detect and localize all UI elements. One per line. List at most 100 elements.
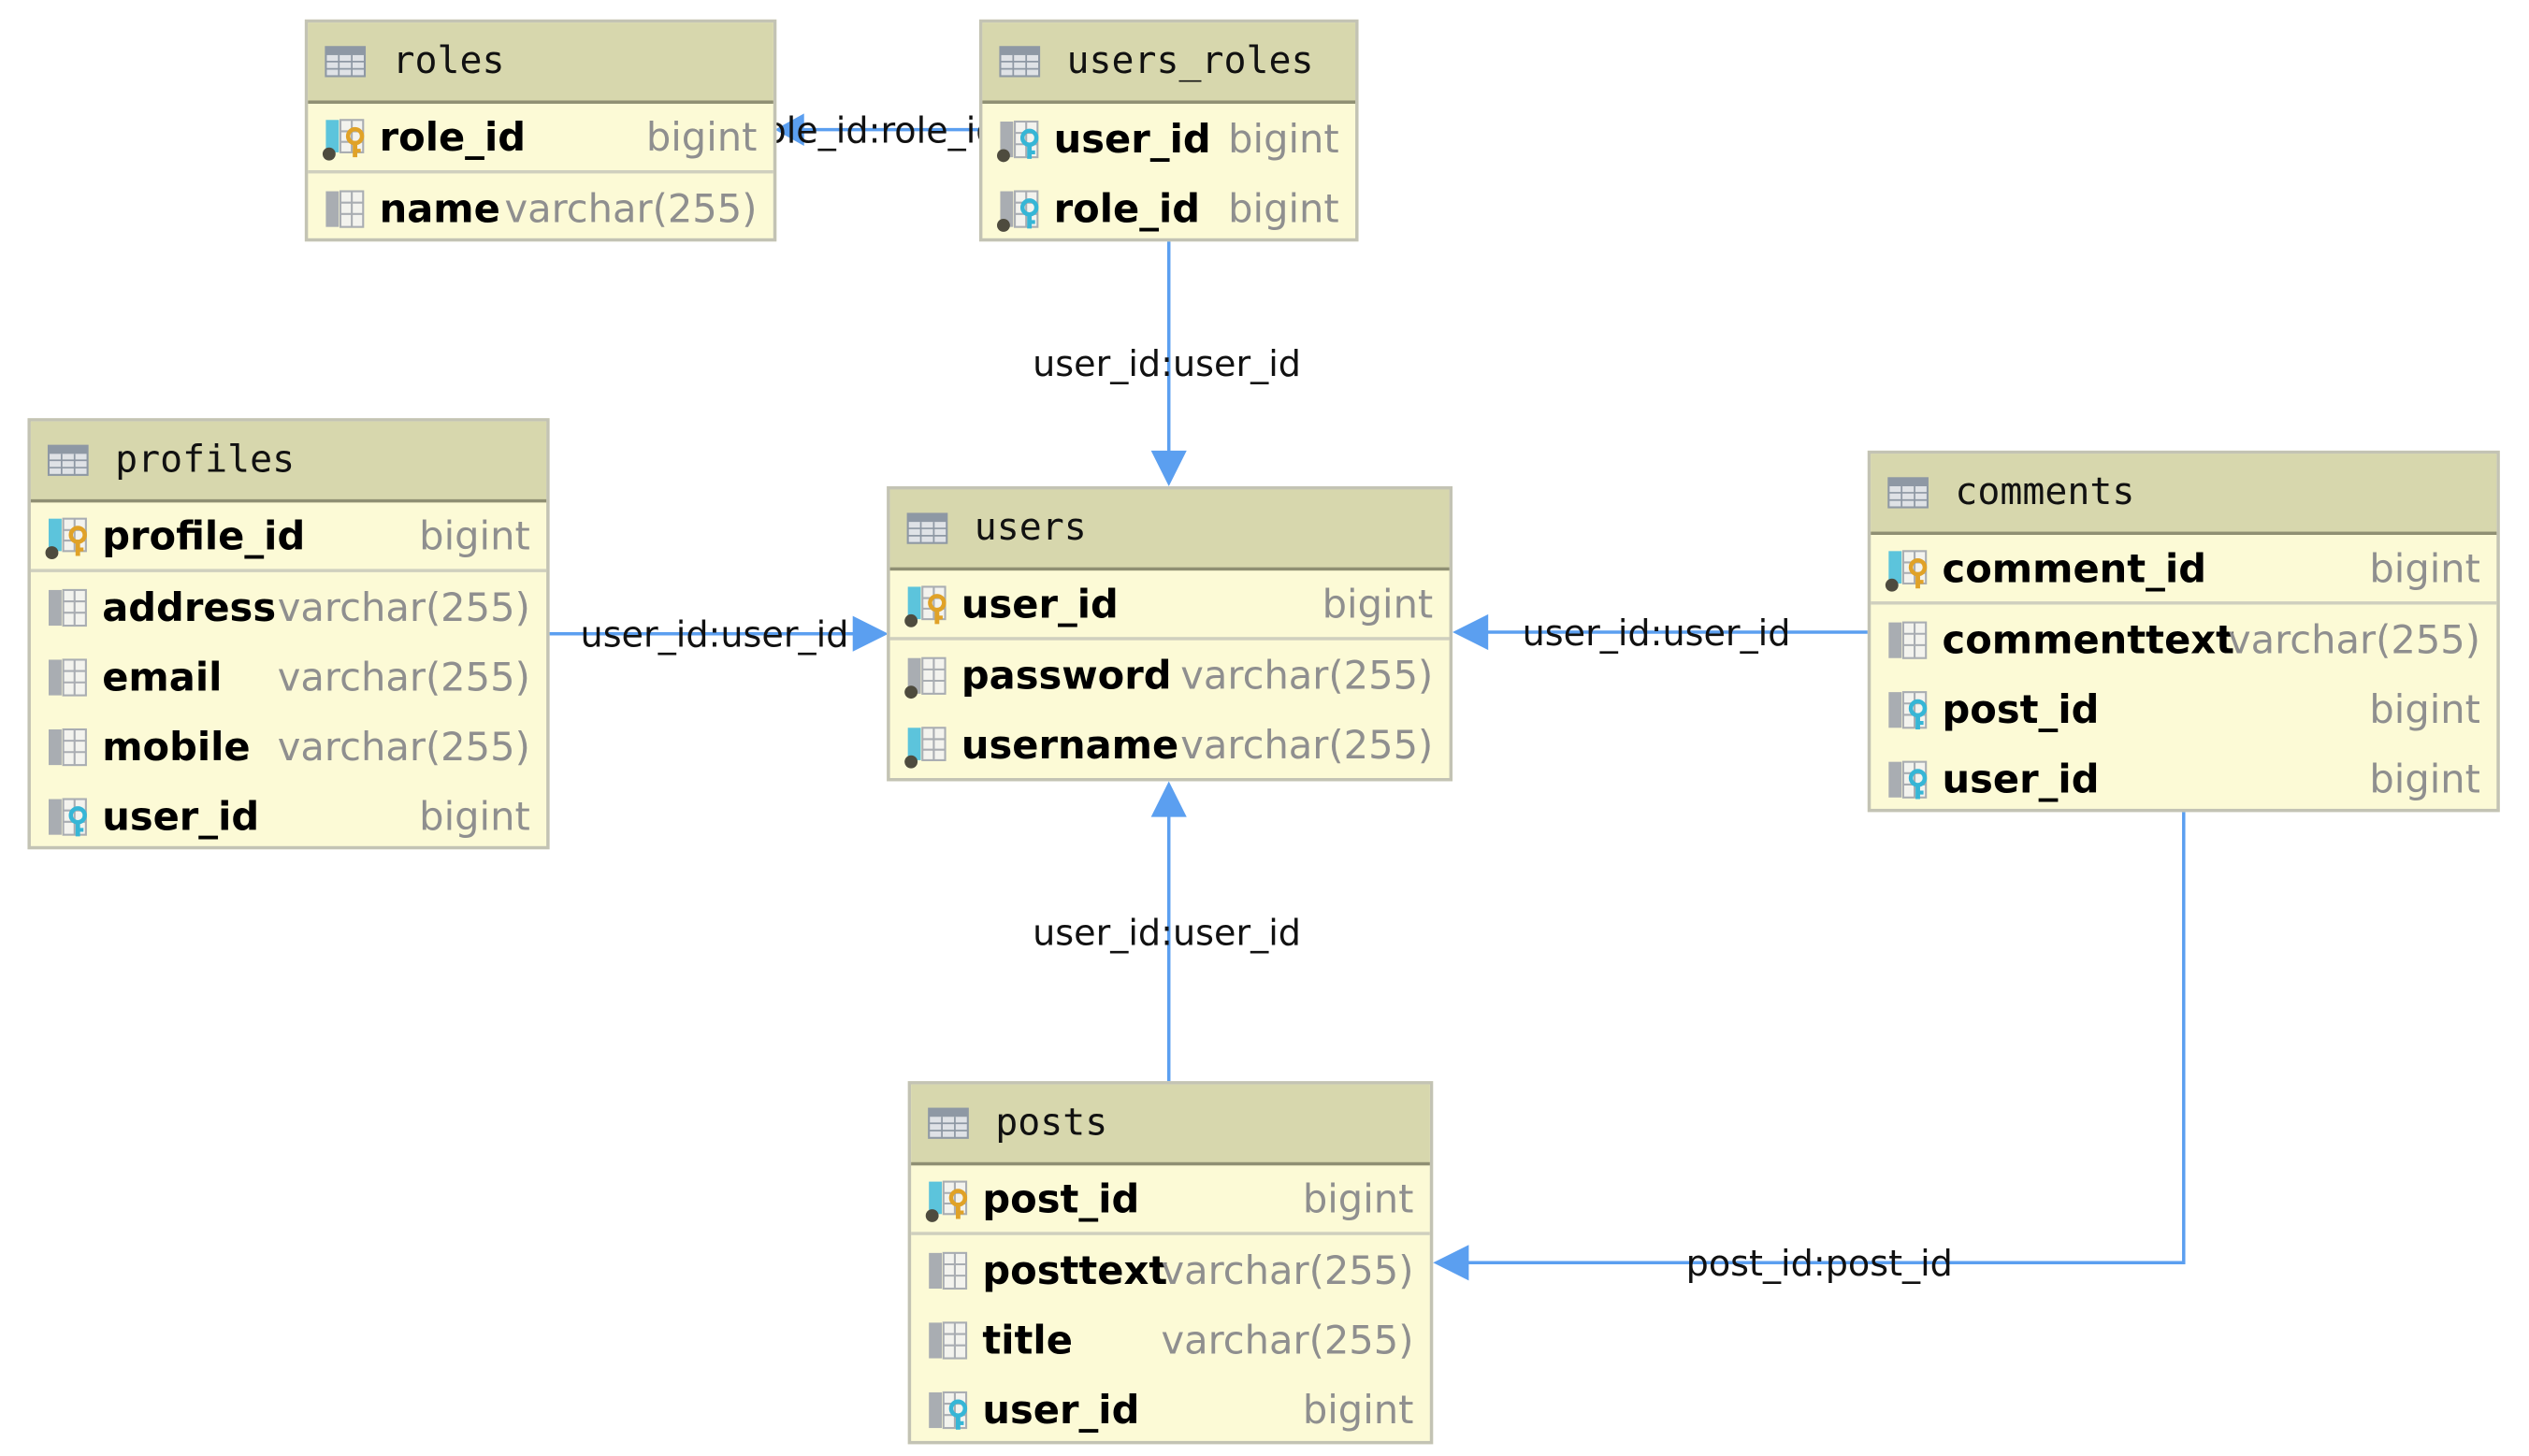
column-icon [928, 1320, 968, 1359]
column-icon [47, 588, 87, 627]
column-row: user_id bigint [1871, 744, 2496, 814]
edge-users-roles-to-roles: role_id:role_id [751, 110, 999, 151]
table-icon [1887, 477, 1929, 509]
column-row: mobile varchar(255) [31, 712, 546, 782]
column-row: user_id bigint [889, 570, 1450, 641]
column-type: bigint [645, 114, 758, 160]
column-icon [325, 189, 365, 227]
edge-label-comments-user-id: user_id:user_id [1523, 613, 1791, 654]
column-type: varchar(255) [1180, 722, 1434, 768]
column-name: user_id [102, 793, 260, 839]
foreign-key-icon [1887, 759, 1932, 803]
column-type: bigint [1322, 581, 1434, 627]
primary-key-icon [904, 584, 951, 627]
column-name: title [982, 1317, 1073, 1362]
column-type: bigint [2369, 756, 2480, 802]
column-name: posttext [982, 1247, 1168, 1293]
table-icon [999, 46, 1041, 78]
column-name: mobile [102, 723, 251, 770]
column-type: varchar(255) [1180, 652, 1434, 699]
column-row: user_id bigint [911, 1375, 1430, 1445]
column-name: comment_id [1942, 545, 2207, 591]
table-header: users_roles [982, 22, 1356, 104]
foreign-key-icon [996, 120, 1044, 162]
foreign-key-icon [996, 189, 1044, 231]
edge-label-role-id: role_id:role_id [751, 110, 999, 151]
edge-label-post-id: post_id:post_id [1686, 1243, 1953, 1284]
column-row: commenttext varchar(255) [1871, 605, 2496, 675]
column-type: bigint [419, 793, 530, 839]
table-header: roles [308, 22, 773, 104]
table-users[interactable]: users user_id bigint password varchar(25… [887, 485, 1453, 782]
column-icon [904, 656, 947, 699]
table-icon [325, 46, 367, 78]
column-row: password varchar(255) [890, 641, 1450, 711]
edge-profiles-to-users: user_id:user_id [547, 614, 889, 656]
column-type: bigint [419, 512, 530, 559]
primary-key-icon [45, 516, 93, 559]
column-row: username varchar(255) [890, 710, 1450, 780]
table-icon [47, 444, 89, 476]
column-type: varchar(255) [1161, 1247, 1414, 1293]
column-name: commenttext [1942, 616, 2235, 663]
column-type: bigint [2369, 686, 2480, 732]
edge-label-profiles-user-id: user_id:user_id [581, 614, 849, 656]
column-type: varchar(255) [1161, 1317, 1414, 1362]
foreign-key-icon [47, 797, 93, 841]
primary-key-icon [322, 118, 369, 160]
table-users-roles[interactable]: users_roles user_id bigint role_id bigin… [978, 19, 1359, 243]
table-header: profiles [30, 421, 547, 503]
foreign-key-icon [928, 1391, 973, 1434]
primary-key-icon [1885, 549, 1932, 591]
edge-comments-to-posts: post_id:post_id [1433, 810, 2186, 1284]
column-type: bigint [1302, 1175, 1414, 1222]
column-name: user_id [1942, 756, 2100, 802]
index-column-icon [904, 726, 947, 768]
edge-users-roles-to-users: user_id:user_id [1033, 239, 1301, 486]
column-type: bigint [2369, 545, 2480, 591]
table-roles[interactable]: roles role_id bigint name varchar(255) [304, 19, 777, 243]
table-name: users [974, 507, 1087, 550]
table-header: users [889, 489, 1450, 571]
column-name: user_id [1053, 115, 1211, 162]
column-name: role_id [1053, 185, 1201, 231]
column-icon [1887, 620, 1928, 658]
column-type: bigint [1228, 185, 1339, 231]
column-name: password [961, 652, 1172, 699]
column-row: posttext varchar(255) [911, 1235, 1430, 1305]
table-name: users_roles [1066, 40, 1314, 83]
edge-label-posts-user-id: user_id:user_id [1033, 913, 1301, 954]
column-name: post_id [1942, 686, 2100, 732]
table-name: profiles [115, 439, 296, 482]
column-name: user_id [961, 581, 1119, 627]
primary-key-icon [925, 1179, 973, 1222]
column-row: email varchar(255) [31, 642, 546, 712]
column-name: user_id [982, 1386, 1140, 1433]
column-name: address [102, 584, 277, 630]
column-type: varchar(255) [504, 185, 758, 231]
column-icon [47, 728, 87, 766]
column-row: user_id bigint [982, 104, 1355, 174]
column-type: varchar(255) [2228, 616, 2480, 663]
table-name: posts [995, 1102, 1108, 1145]
table-profiles[interactable]: profiles profile_id bigint address varch… [27, 418, 550, 850]
column-row: profile_id bigint [30, 502, 547, 572]
column-row: address varchar(255) [31, 572, 546, 642]
column-row: comment_id bigint [1871, 535, 2497, 605]
table-name: roles [392, 40, 505, 83]
column-name: username [961, 722, 1179, 768]
column-type: bigint [1302, 1386, 1414, 1433]
edge-label-users-roles-user-id: user_id:user_id [1033, 343, 1301, 384]
column-row: name varchar(255) [308, 173, 773, 243]
table-name: comments [1955, 471, 2135, 514]
column-row: role_id bigint [982, 173, 1355, 243]
column-name: email [102, 654, 223, 699]
table-icon [906, 512, 948, 544]
column-type: varchar(255) [277, 584, 530, 630]
table-posts[interactable]: posts post_id bigint posttext varchar(25… [907, 1081, 1434, 1445]
table-comments[interactable]: comments comment_id bigint commenttext v… [1867, 450, 2500, 814]
table-header: posts [911, 1084, 1430, 1166]
table-icon [928, 1107, 969, 1139]
